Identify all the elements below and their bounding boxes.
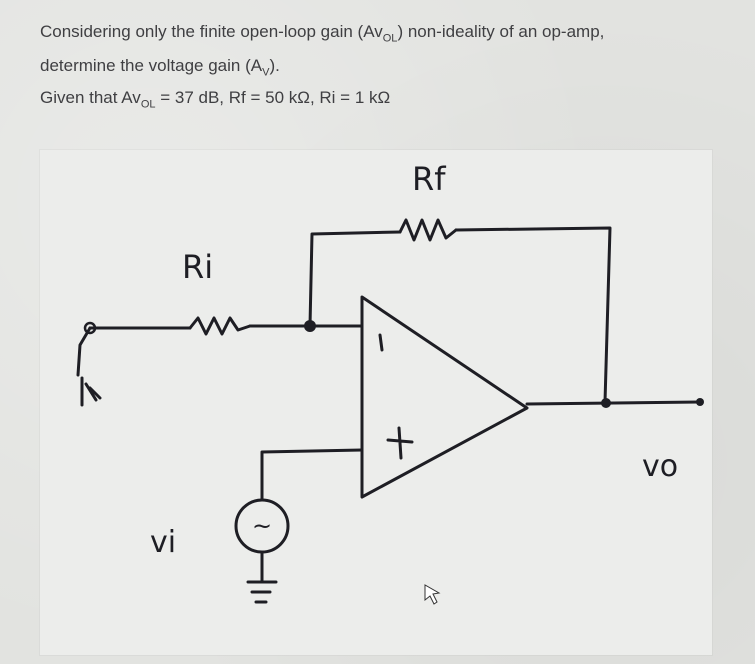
vo-label: vo (642, 449, 678, 484)
cursor-arrow-icon (424, 584, 441, 605)
input-terminal (83, 321, 97, 335)
inverting-node (304, 320, 316, 332)
question-line-2-text: determine the voltage gain (A (40, 56, 263, 76)
ri-label: Ri (182, 248, 213, 286)
source-symbol: ~ (252, 512, 272, 540)
output-wire (525, 400, 702, 406)
question-line-2-end: ). (269, 56, 280, 76)
rf-resistor (398, 218, 458, 242)
ri-resistor (188, 316, 252, 336)
plus-input-wire (260, 448, 364, 502)
feedback-wire-left (308, 230, 402, 328)
subscript-ol: OL (382, 32, 398, 45)
output-node (601, 398, 611, 408)
subscript-v: V (262, 66, 270, 79)
question-text: Considering only the finite open-loop ga… (40, 18, 730, 87)
rf-label: Rf (412, 160, 446, 198)
left-ground-wire (76, 326, 92, 377)
source-ground-symbol (246, 580, 278, 604)
plus-mark (386, 426, 414, 460)
vi-label: vi (150, 525, 176, 560)
voltage-source-symbol (234, 498, 290, 554)
feedback-wire-right (454, 226, 612, 404)
output-terminal (696, 398, 704, 406)
given-prefix: Given that Av (40, 88, 141, 107)
given-values: Given that AvOL = 37 dB, Rf = 50 kΩ, Ri … (40, 88, 390, 110)
minus-mark (378, 333, 384, 352)
question-line-1: Considering only the finite open-loop ga… (40, 18, 730, 52)
given-values-text: = 37 dB, Rf = 50 kΩ, Ri = 1 kΩ (155, 88, 391, 107)
question-line-1-end: ) non-ideality of an op-amp, (397, 22, 605, 41)
given-subscript: OL (140, 98, 156, 111)
op-amp-symbol (360, 295, 529, 499)
left-ground-symbol (80, 376, 102, 407)
question-line-2: determine the voltage gain (AV). (40, 52, 730, 86)
question-line-1-text: Considering only the finite open-loop ga… (40, 22, 383, 41)
